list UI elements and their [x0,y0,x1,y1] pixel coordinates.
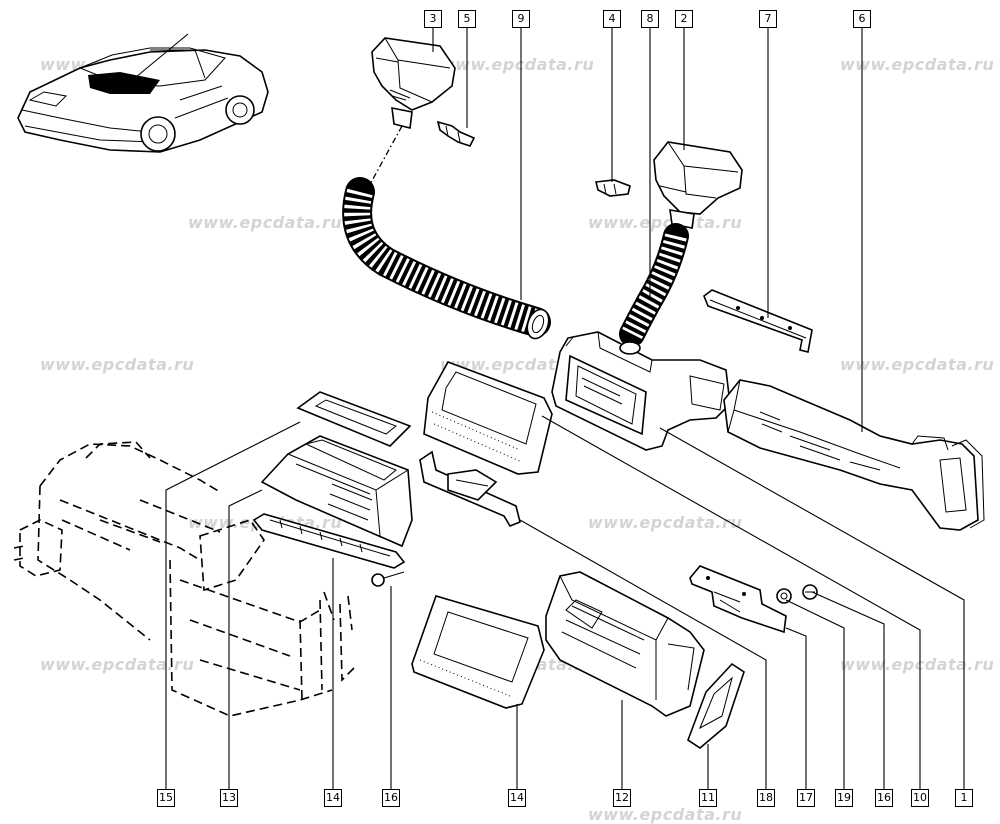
watermark: www.epcdata.ru [840,55,995,74]
callout-12: 12 [613,789,631,807]
watermark: www.epcdata.ru [840,655,995,674]
part-7-bracket [703,289,813,353]
callout-10: 10 [911,789,929,807]
callout-19: 19 [835,789,853,807]
callout-18: 18 [757,789,775,807]
part-16-screw [371,571,405,587]
callout-8: 8 [641,10,659,28]
part-1-air-distributor [551,331,731,451]
part-16-screw-right [802,584,818,600]
car-illustration [17,33,269,153]
watermark: www.epcdata.ru [40,655,195,674]
part-15-gasket [296,391,412,447]
part-10-gasket [423,361,553,475]
callout-14: 14 [324,789,342,807]
part-12-air-distributor [545,571,705,717]
part-4-clip [595,179,631,197]
part-6-air-duct [723,379,985,531]
callout-7: 7 [759,10,777,28]
watermark: www.epcdata.ru [588,213,743,232]
watermark: www.epcdata.ru [588,513,743,532]
callout-11: 11 [699,789,717,807]
watermark: www.epcdata.ru [440,355,595,374]
leader-lines [165,27,965,789]
callout-16: 16 [382,789,400,807]
part-18-bracket [419,450,521,527]
watermark: www.epcdata.ru [588,805,743,824]
callout-4: 4 [603,10,621,28]
callout-14: 14 [508,789,526,807]
alignment-line [367,125,403,189]
watermark: www.epcdata.ru [840,355,995,374]
watermark: www.epcdata.ru [40,355,195,374]
callout-6: 6 [853,10,871,28]
part-19-washer [776,588,792,604]
part-14-gasket [252,513,406,569]
callout-9: 9 [512,10,530,28]
watermark: www.epcdata.ru [188,213,343,232]
part-5-clip [436,120,476,147]
callout-13: 13 [220,789,238,807]
callout-16: 16 [875,789,893,807]
part-13-housing [260,435,413,548]
callout-3: 3 [424,10,442,28]
part-17-bracket [689,565,787,634]
callout-15: 15 [157,789,175,807]
callout-5: 5 [458,10,476,28]
watermark: www.epcdata.ru [440,55,595,74]
part-2-air-inlet [653,141,743,229]
part-14-gasket-right [411,595,545,709]
callout-17: 17 [797,789,815,807]
part-9-corrugated-hose [342,177,551,340]
part-8-corrugated-hose [619,223,689,347]
part-11-gasket [687,662,745,749]
part-3-air-inlet [371,37,456,129]
callout-2: 2 [675,10,693,28]
callout-1: 1 [955,789,973,807]
heater-unit-outline [13,441,357,717]
